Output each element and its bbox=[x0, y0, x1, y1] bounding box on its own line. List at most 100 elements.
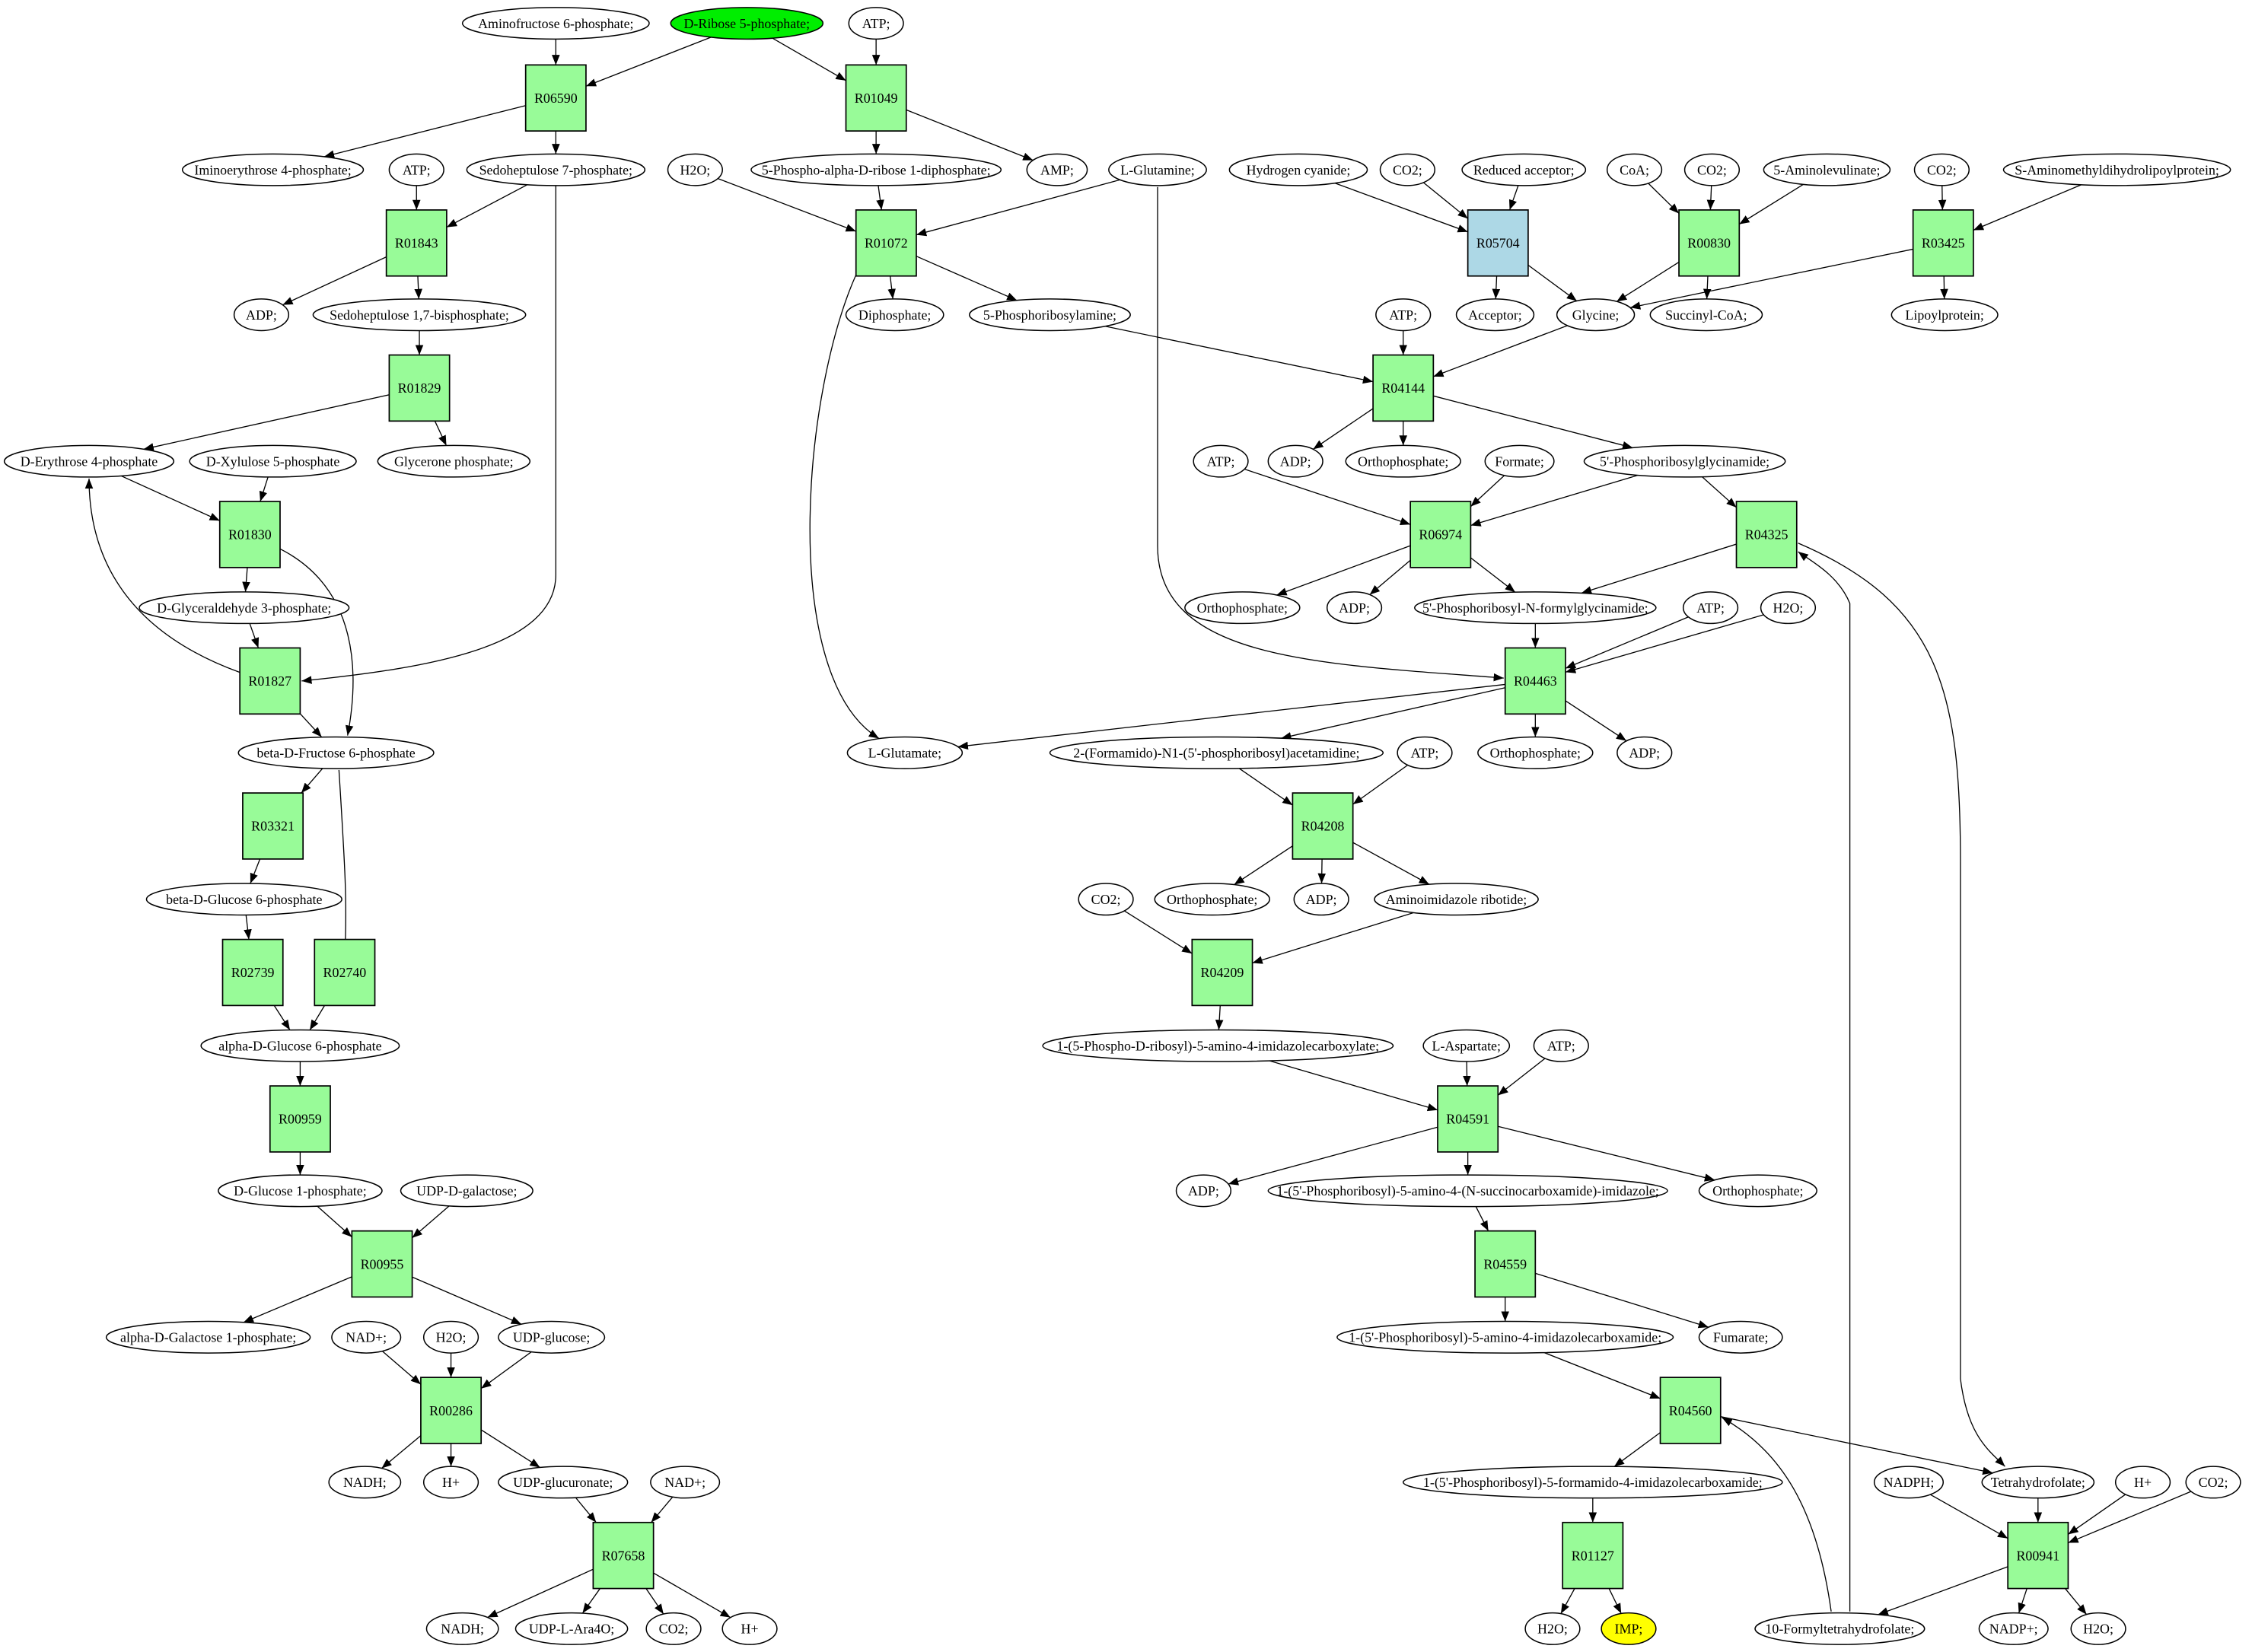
compound-node[interactable]: ATP; bbox=[1682, 591, 1739, 625]
compound-node[interactable]: D-Erythrose 4-phosphate bbox=[3, 444, 175, 478]
compound-node[interactable]: ADP; bbox=[1617, 736, 1673, 769]
compound-node[interactable]: 5-Phosphoribosylamine; bbox=[969, 298, 1131, 332]
compound-node[interactable]: CO2; bbox=[645, 1612, 702, 1645]
reaction-node-r04144[interactable]: R04144 bbox=[1372, 354, 1435, 422]
compound-node[interactable]: Sedoheptulose 1,7-bisphosphate; bbox=[312, 298, 527, 332]
compound-node[interactable]: ADP; bbox=[1293, 883, 1349, 916]
reaction-node-r04591[interactable]: R04591 bbox=[1437, 1085, 1499, 1153]
compound-node[interactable]: D-Ribose 5-phosphate; bbox=[670, 7, 824, 40]
reaction-node-r00830[interactable]: R00830 bbox=[1678, 209, 1741, 277]
compound-node[interactable]: Aminofructose 6-phosphate; bbox=[461, 7, 650, 40]
compound-node[interactable]: NADP+; bbox=[1978, 1612, 2049, 1645]
compound-node[interactable]: 10-Formyltetrahydrofolate; bbox=[1754, 1612, 1926, 1645]
compound-node[interactable]: 2-(Formamido)-N1-(5'-phosphoribosyl)acet… bbox=[1049, 736, 1384, 769]
reaction-node-r06590[interactable]: R06590 bbox=[524, 64, 587, 132]
compound-node[interactable]: Glycerone phosphate; bbox=[377, 444, 531, 478]
compound-node[interactable]: UDP-glucuronate; bbox=[498, 1466, 629, 1499]
compound-node[interactable]: ATP; bbox=[1375, 298, 1432, 332]
reaction-node-r01830[interactable]: R01830 bbox=[218, 501, 281, 568]
reaction-node-r04559[interactable]: R04559 bbox=[1474, 1230, 1537, 1298]
compound-node[interactable]: H+ bbox=[422, 1466, 479, 1499]
reaction-node-r04209[interactable]: R04209 bbox=[1191, 938, 1253, 1007]
compound-node[interactable]: 1-(5'-Phosphoribosyl)-5-formamido-4-imid… bbox=[1402, 1466, 1783, 1499]
compound-node[interactable]: ATP; bbox=[848, 7, 904, 40]
compound-node[interactable]: CoA; bbox=[1606, 153, 1663, 186]
compound-node[interactable]: beta-D-Fructose 6-phosphate bbox=[237, 736, 435, 769]
compound-node[interactable]: 5-Aminolevulinate; bbox=[1763, 153, 1891, 186]
reaction-node-r01127[interactable]: R01127 bbox=[1562, 1521, 1624, 1590]
compound-node[interactable]: Tetrahydrofolate; bbox=[1981, 1466, 2095, 1499]
reaction-node-r00286[interactable]: R00286 bbox=[420, 1377, 483, 1444]
compound-node[interactable]: H2O; bbox=[1524, 1612, 1581, 1645]
compound-node[interactable]: L-Aspartate; bbox=[1422, 1029, 1511, 1062]
compound-node[interactable]: NADH; bbox=[425, 1612, 499, 1645]
compound-node[interactable]: NAD+; bbox=[331, 1320, 402, 1354]
compound-node[interactable]: Diphosphate; bbox=[845, 298, 944, 332]
compound-node[interactable]: L-Glutamine; bbox=[1108, 153, 1207, 186]
compound-node[interactable]: 1-(5-Phospho-D-ribosyl)-5-amino-4-imidaz… bbox=[1042, 1029, 1394, 1062]
compound-node[interactable]: H2O; bbox=[422, 1320, 479, 1354]
compound-node[interactable]: UDP-glucose; bbox=[498, 1320, 606, 1354]
compound-node[interactable]: Glycine; bbox=[1556, 298, 1636, 332]
compound-node[interactable]: CO2; bbox=[1379, 153, 1435, 186]
compound-node[interactable]: ADP; bbox=[1326, 591, 1383, 625]
compound-node[interactable]: UDP-D-galactose; bbox=[400, 1174, 534, 1208]
compound-node[interactable]: Orthophosphate; bbox=[1154, 883, 1270, 916]
compound-node[interactable]: Hydrogen cyanide; bbox=[1228, 153, 1368, 186]
compound-node[interactable]: H+ bbox=[2114, 1466, 2171, 1499]
compound-node[interactable]: alpha-D-Galactose 1-phosphate; bbox=[105, 1320, 311, 1354]
compound-node[interactable]: 1-(5'-Phosphoribosyl)-5-amino-4-imidazol… bbox=[1336, 1320, 1674, 1354]
reaction-node-r07658[interactable]: R07658 bbox=[592, 1521, 655, 1590]
compound-node[interactable]: 1-(5'-Phosphoribosyl)-5-amino-4-(N-succi… bbox=[1267, 1174, 1668, 1208]
compound-node[interactable]: ATP; bbox=[1193, 444, 1249, 478]
reaction-node-r00959[interactable]: R00959 bbox=[269, 1085, 331, 1153]
reaction-node-r04208[interactable]: R04208 bbox=[1292, 792, 1354, 860]
compound-node[interactable]: H2O; bbox=[667, 153, 723, 186]
reaction-node-r00955[interactable]: R00955 bbox=[351, 1230, 413, 1298]
compound-node[interactable]: beta-D-Glucose 6-phosphate bbox=[145, 883, 342, 916]
compound-node[interactable]: L-Glutamate; bbox=[846, 736, 964, 769]
compound-node[interactable]: ATP; bbox=[1533, 1029, 1589, 1062]
reaction-node-r06974[interactable]: R06974 bbox=[1409, 501, 1472, 568]
compound-node[interactable]: ATP; bbox=[1397, 736, 1453, 769]
compound-node[interactable]: S-Aminomethyldihydrolipoylprotein; bbox=[2002, 153, 2231, 186]
compound-node[interactable]: D-Glyceraldehyde 3-phosphate; bbox=[139, 591, 350, 625]
compound-node[interactable]: Acceptor; bbox=[1455, 298, 1535, 332]
compound-node[interactable]: Orthophosphate; bbox=[1698, 1174, 1817, 1208]
compound-node[interactable]: Lipoylprotein; bbox=[1890, 298, 1999, 332]
compound-node[interactable]: 5-Phospho-alpha-D-ribose 1-diphosphate; bbox=[750, 153, 1002, 186]
compound-node[interactable]: Orthophosphate; bbox=[1345, 444, 1461, 478]
reaction-node-r00941[interactable]: R00941 bbox=[2007, 1521, 2069, 1590]
compound-node[interactable]: CO2; bbox=[1913, 153, 1970, 186]
reaction-node-r01829[interactable]: R01829 bbox=[388, 354, 451, 422]
compound-node[interactable]: CO2; bbox=[1078, 883, 1134, 916]
compound-node[interactable]: Aminoimidazole ribotide; bbox=[1374, 883, 1539, 916]
compound-node[interactable]: H2O; bbox=[2070, 1612, 2126, 1645]
compound-node[interactable]: Fumarate; bbox=[1698, 1320, 1783, 1354]
compound-node[interactable]: 5'-Phosphoribosylglycinamide; bbox=[1583, 444, 1786, 478]
compound-node[interactable]: CO2; bbox=[1683, 153, 1741, 186]
compound-node[interactable]: UDP-L-Ara4O; bbox=[514, 1612, 629, 1645]
compound-node[interactable]: IMP; bbox=[1601, 1612, 1657, 1645]
reaction-node-r04325[interactable]: R04325 bbox=[1735, 501, 1798, 568]
compound-node[interactable]: Sedoheptulose 7-phosphate; bbox=[466, 153, 646, 186]
reaction-node-r04560[interactable]: R04560 bbox=[1659, 1377, 1722, 1444]
compound-node[interactable]: H+ bbox=[721, 1612, 778, 1645]
compound-node[interactable]: D-Xylulose 5-phosphate bbox=[189, 444, 357, 478]
compound-node[interactable]: Orthophosphate; bbox=[1184, 591, 1301, 625]
compound-node[interactable]: D-Glucose 1-phosphate; bbox=[218, 1174, 383, 1208]
reaction-node-r01827[interactable]: R01827 bbox=[239, 647, 301, 715]
compound-node[interactable]: Formate; bbox=[1484, 444, 1555, 478]
reaction-node-r05704[interactable]: R05704 bbox=[1467, 209, 1529, 277]
compound-node[interactable]: AMP; bbox=[1026, 153, 1088, 186]
compound-node[interactable]: H2O; bbox=[1760, 591, 1817, 625]
compound-node[interactable]: NADPH; bbox=[1873, 1466, 1945, 1499]
reaction-node-r01843[interactable]: R01843 bbox=[385, 209, 448, 277]
compound-node[interactable]: ADP; bbox=[1267, 444, 1323, 478]
reaction-node-r02739[interactable]: R02739 bbox=[221, 938, 284, 1007]
compound-node[interactable]: ADP; bbox=[1175, 1174, 1232, 1208]
compound-node[interactable]: alpha-D-Glucose 6-phosphate bbox=[200, 1029, 400, 1062]
reaction-node-r01072[interactable]: R01072 bbox=[855, 209, 917, 277]
reaction-node-r04463[interactable]: R04463 bbox=[1504, 647, 1566, 715]
reaction-node-r03425[interactable]: R03425 bbox=[1912, 209, 1974, 277]
